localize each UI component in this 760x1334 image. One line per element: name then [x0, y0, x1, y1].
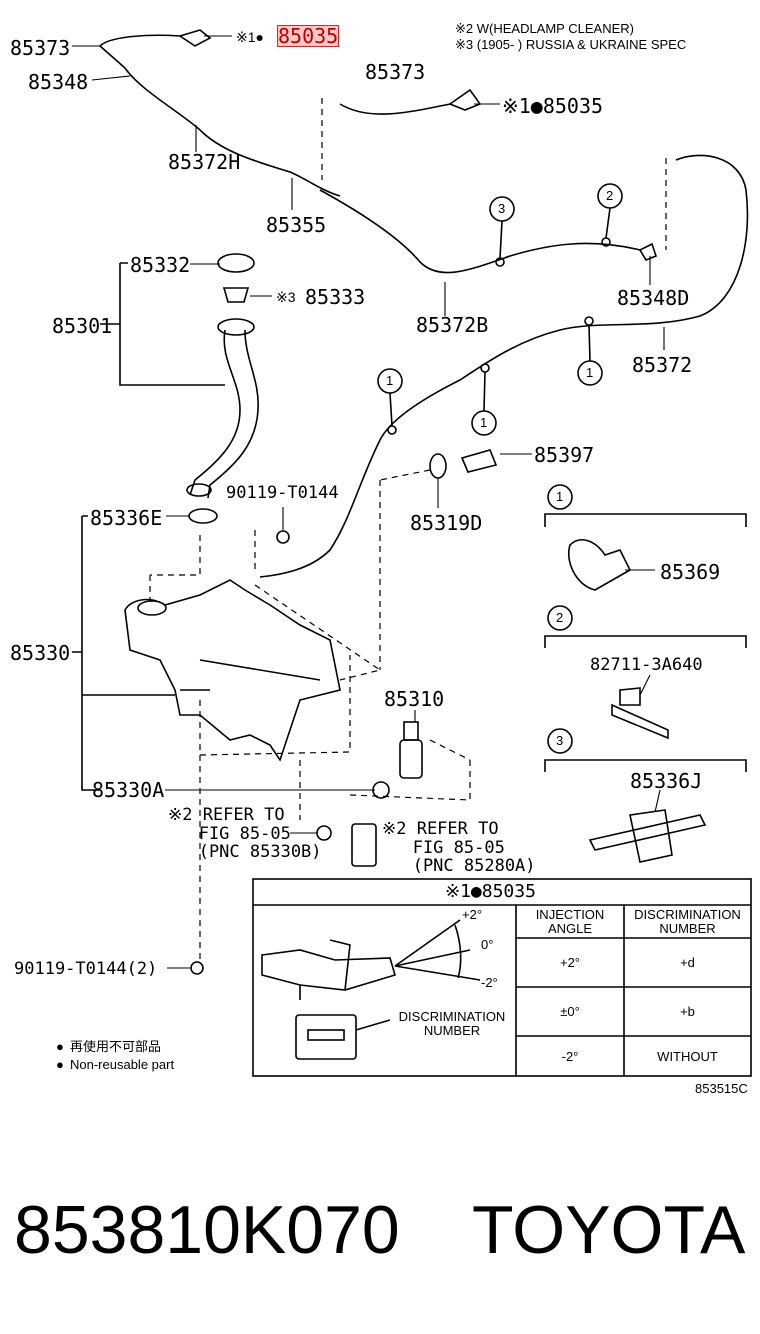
tank-85330 [124, 579, 341, 762]
part-label-85333[interactable]: 85333 [305, 285, 366, 309]
part-label-85373[interactable]: 85373 [10, 36, 71, 60]
filler-neck [189, 329, 259, 499]
clip-82711 [611, 687, 669, 740]
legend-bullet: ● [56, 1057, 64, 1072]
pump-85310 [399, 739, 423, 779]
part-label-85372[interactable]: 85372 [632, 353, 693, 377]
part-label-82711-3A640[interactable]: 82711-3A640 [590, 655, 703, 675]
callout-2: 2 [556, 610, 564, 625]
part-label-85336E[interactable]: 85336E [90, 506, 163, 530]
footer-brand: TOYOTA [472, 1192, 746, 1268]
seal-85333 [222, 287, 250, 303]
mark-1: ※1● [236, 29, 264, 45]
footer-part-number: 853810K070 [14, 1192, 400, 1268]
clamp-85336J [588, 809, 707, 863]
hose-85373-b [339, 103, 451, 115]
table-header-injection-angle: INJECTION ANGLE [535, 907, 605, 936]
callout-1: 1 [480, 415, 488, 430]
part-label-85369[interactable]: 85369 [660, 560, 721, 584]
grommet-85319D [429, 453, 447, 479]
table-header-discrimination: DISCRIMINATION NUMBER [634, 907, 741, 936]
part-label-85332[interactable]: 85332 [130, 253, 191, 277]
part-label-85301[interactable]: 85301 [52, 314, 113, 338]
part-label-85348[interactable]: 85348 [28, 70, 89, 94]
table-cell-angle: ±0° [560, 1004, 580, 1019]
part-label-85373-b[interactable]: 85373 [365, 60, 426, 84]
legend-en: Non-reusable part [70, 1057, 175, 1072]
callout-2: 2 [606, 188, 614, 203]
part-label-85336J[interactable]: 85336J [630, 769, 703, 793]
mark-3: ※3 [276, 289, 296, 305]
angle-zero-label: 0° [481, 937, 494, 952]
legend-jp: 再使用不可部品 [70, 1039, 162, 1054]
part-label-85035-b[interactable]: ※1●85035 [502, 94, 604, 118]
part-label-85372H[interactable]: 85372H [168, 150, 241, 174]
angle-plus-label: +2° [462, 907, 483, 922]
part-label-85330A[interactable]: 85330A [92, 778, 165, 802]
part-label-85348D[interactable]: 85348D [617, 286, 690, 310]
table-cell-disc: +b [680, 1004, 695, 1019]
hose-85372B [319, 189, 641, 274]
clip-85369 [568, 539, 632, 591]
hose-right-loop [259, 154, 749, 578]
table-title: ※1●85035 [445, 881, 536, 902]
hose-85372H [99, 34, 341, 197]
diagram-code: 853515C [695, 1081, 748, 1096]
note-headlamp-cleaner: ※2 W(HEADLAMP CLEANER) [455, 21, 634, 36]
note-russia-spec: ※3 (1905- ) RUSSIA & UKRAINE SPEC [455, 37, 687, 52]
grommet-85336E [188, 508, 218, 524]
callout-3: 3 [498, 201, 506, 216]
callout-1: 1 [556, 489, 564, 504]
table-frame [252, 878, 752, 1077]
legend-bullet: ● [56, 1039, 64, 1054]
part-label-85330[interactable]: 85330 [10, 641, 71, 665]
callout-3: 3 [556, 733, 564, 748]
callout-1: 1 [586, 365, 594, 380]
part-label-85035-highlighted[interactable]: 85035 [276, 24, 340, 48]
sensor-85397 [460, 449, 498, 473]
discrimination-number-label: DISCRIMINATION NUMBER [398, 1009, 506, 1038]
table-cell-angle: +2° [559, 955, 581, 970]
part-label-85372B[interactable]: 85372B [416, 313, 489, 337]
part-label-85355[interactable]: 85355 [266, 213, 327, 237]
part-label-90119-T0144-2[interactable]: 90119-T0144(2) [14, 959, 158, 979]
table-cell-disc: +d [680, 955, 695, 970]
cap-85332 [217, 253, 255, 273]
part-label-85319D[interactable]: 85319D [410, 511, 483, 535]
table-cell-disc: WITHOUT [657, 1049, 718, 1064]
angle-minus-label: -2° [481, 975, 498, 990]
part-label-90119-T0144[interactable]: 90119-T0144 [226, 483, 339, 503]
refer-note-85280A: ※2 REFER TO FIG 85-05 (PNC 85280A) [382, 819, 536, 877]
part-label-85310[interactable]: 85310 [384, 687, 445, 711]
table-cell-angle: -2° [561, 1049, 579, 1064]
refer-note-85330B: ※2 REFER TO FIG 85-05 (PNC 85330B) [168, 805, 322, 863]
callout-1: 1 [386, 373, 394, 388]
part-label-85397[interactable]: 85397 [534, 443, 595, 467]
